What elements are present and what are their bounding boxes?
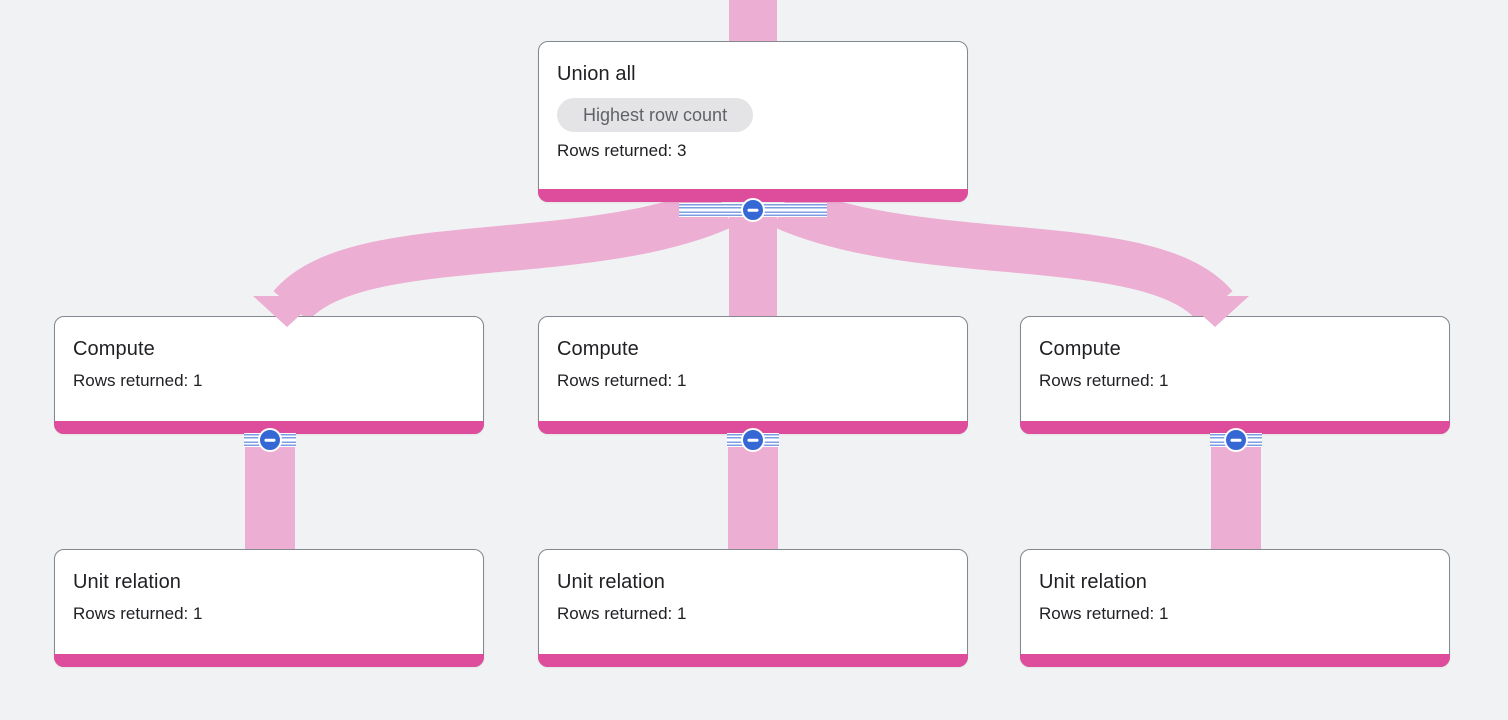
- minus-icon: [741, 198, 765, 222]
- node-title: Unit relation: [1039, 571, 1148, 593]
- collapse-button-compute-1[interactable]: [244, 428, 296, 452]
- node-unit-relation-3[interactable]: Unit relation Rows returned: 1: [1020, 549, 1450, 667]
- node-status-bar: [54, 421, 484, 434]
- rows-returned-label: Rows returned: 1: [73, 604, 203, 623]
- rows-returned-label: Rows returned: 1: [1039, 604, 1169, 623]
- node-unit-relation-1[interactable]: Unit relation Rows returned: 1: [54, 549, 484, 667]
- minus-icon: [258, 428, 282, 452]
- rows-returned-label: Rows returned: 3: [557, 141, 687, 160]
- node-unit-relation-2[interactable]: Unit relation Rows returned: 1: [538, 549, 968, 667]
- node-compute-3[interactable]: Compute Rows returned: 1: [1020, 316, 1450, 434]
- node-status-bar: [538, 654, 968, 667]
- edge-union-to-compute-2: [729, 203, 777, 320]
- edge-union-to-compute-3: [773, 184, 1233, 323]
- minus-icon: [741, 428, 765, 452]
- node-status-bar: [1020, 654, 1450, 667]
- node-title: Unit relation: [557, 571, 666, 593]
- collapse-button-compute-2[interactable]: [727, 428, 779, 452]
- edge-union-to-compute-1: [273, 184, 733, 323]
- node-title: Union all: [557, 63, 636, 85]
- highest-row-count-badge: Highest row count: [557, 98, 754, 132]
- node-title: Compute: [73, 338, 155, 360]
- node-status-bar: [538, 421, 968, 434]
- minus-glyph: [264, 438, 276, 442]
- node-title: Unit relation: [73, 571, 182, 593]
- rows-returned-label: Rows returned: 1: [557, 371, 687, 390]
- minus-glyph: [747, 438, 759, 442]
- rows-returned-label: Rows returned: 1: [73, 371, 203, 390]
- edge-compute-3-to-unit-3: [1211, 438, 1261, 550]
- node-status-bar: [538, 189, 968, 202]
- node-compute-1[interactable]: Compute Rows returned: 1: [54, 316, 484, 434]
- node-status-bar: [54, 654, 484, 667]
- node-title: Compute: [1039, 338, 1121, 360]
- minus-glyph: [747, 208, 759, 212]
- edge-compute-1-to-unit-1: [245, 438, 295, 552]
- minus-glyph: [1230, 438, 1242, 442]
- collapse-button-compute-3[interactable]: [1210, 428, 1262, 452]
- edge-compute-2-to-unit-2: [728, 438, 778, 552]
- node-status-bar: [1020, 421, 1450, 434]
- edge-input-to-union: [729, 0, 777, 44]
- collapse-button-union[interactable]: [679, 198, 827, 222]
- rows-returned-label: Rows returned: 1: [557, 604, 687, 623]
- node-title: Compute: [557, 338, 639, 360]
- rows-returned-label: Rows returned: 1: [1039, 371, 1169, 390]
- node-compute-2[interactable]: Compute Rows returned: 1: [538, 316, 968, 434]
- minus-icon: [1224, 428, 1248, 452]
- node-union-all[interactable]: Union all Highest row count Rows returne…: [538, 41, 968, 202]
